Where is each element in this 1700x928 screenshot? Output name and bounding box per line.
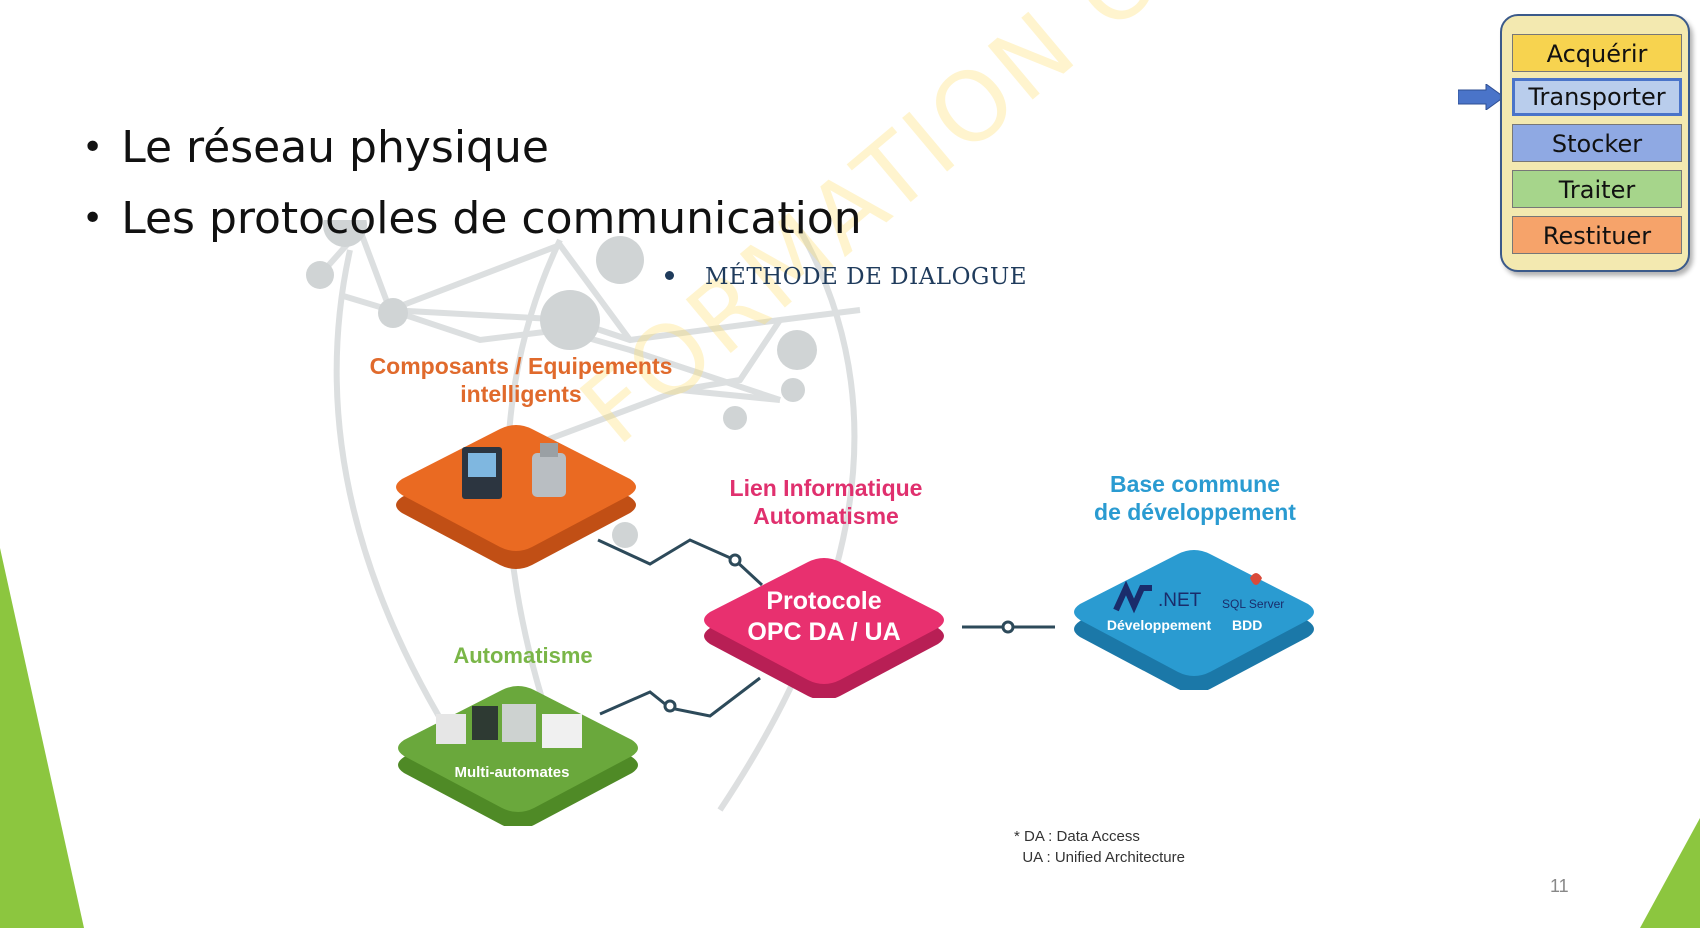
protocol-tile-text: Protocole OPC DA / UA <box>718 586 930 648</box>
protocol-tile-line: Protocole <box>766 587 882 615</box>
net-logo: .NET <box>1158 590 1202 611</box>
step-acquerir[interactable]: Acquérir <box>1512 34 1682 72</box>
protocol-tile-line: OPC DA / UA <box>747 618 901 646</box>
label-line: Lien Informatique <box>729 475 923 501</box>
label-line: intelligents <box>460 381 582 407</box>
method-bullet-icon <box>665 271 674 280</box>
automation-tile-text: Multi-automates <box>454 764 570 781</box>
process-steps-panel: Acquérir Transporter Stocker Traiter Res… <box>1500 14 1690 272</box>
label-line: Composants / Equipements <box>369 353 673 379</box>
label-line: de développement <box>1094 499 1296 525</box>
bullet-text: Le réseau physique <box>121 122 549 173</box>
net-caption: Développement <box>1106 617 1212 633</box>
bullet-text: Les protocoles de communication <box>121 193 862 244</box>
bullet-dot-icon: • <box>82 127 104 168</box>
step-restituer[interactable]: Restituer <box>1512 216 1682 254</box>
automation-tile <box>398 686 638 826</box>
automation-label: Automatisme <box>453 643 593 668</box>
bullet-list: • Le réseau physique • Les protocoles de… <box>82 122 862 264</box>
step-transporter[interactable]: Transporter <box>1512 78 1682 116</box>
smart-devices-label: Composants / Equipements intelligents <box>365 352 677 408</box>
method-heading: MÉTHODE DE DIALOGUE <box>705 264 1027 290</box>
arrow-icon <box>1458 84 1505 110</box>
step-traiter[interactable]: Traiter <box>1512 170 1682 208</box>
label-line: Automatisme <box>753 503 899 529</box>
dev-base-tile <box>1074 550 1314 690</box>
bullet-dot-icon: • <box>82 198 104 239</box>
footnote-line: UA : Unified Architecture <box>1014 849 1185 866</box>
step-stocker[interactable]: Stocker <box>1512 124 1682 162</box>
bullet-item: • Le réseau physique <box>82 122 862 173</box>
protocol-tile <box>704 558 944 698</box>
smart-devices-tile <box>396 425 636 569</box>
footnote-line: * DA : Data Access <box>1014 828 1140 845</box>
footnote: * DA : Data Access UA : Unified Architec… <box>1014 826 1185 868</box>
bullet-item: • Les protocoles de communication <box>82 193 862 244</box>
label-line: Base commune <box>1109 471 1280 497</box>
page-number: 11 <box>1550 876 1569 896</box>
sql-caption: BDD <box>1232 617 1263 633</box>
sql-logo: SQL Server <box>1222 597 1285 611</box>
link-label: Lien Informatique Automatisme <box>716 474 936 530</box>
base-label: Base commune de développement <box>1080 470 1310 526</box>
